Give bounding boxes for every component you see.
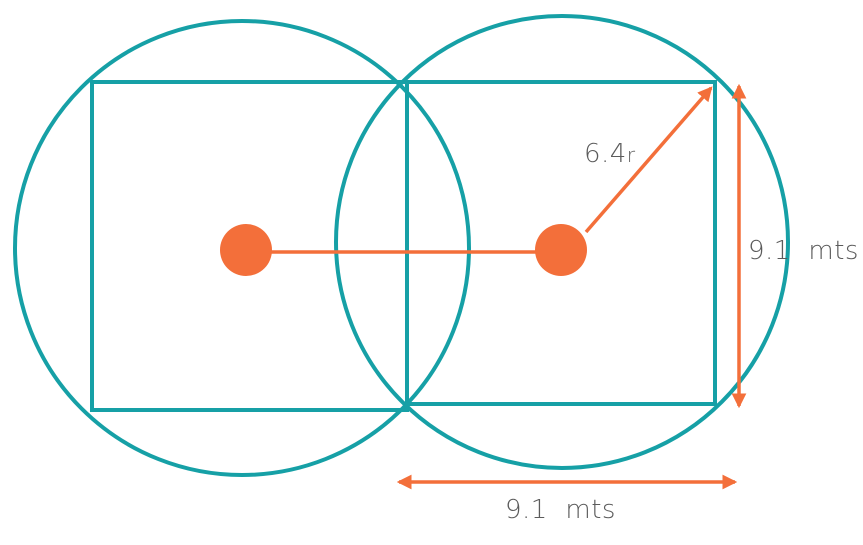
- left-center-dot: [220, 224, 272, 276]
- right-center-dot: [535, 224, 587, 276]
- horizontal-dimension-label: 9.1 mts: [505, 495, 616, 525]
- radius-label-value: 6.4: [584, 139, 627, 169]
- radius-label: 6.4r: [584, 139, 636, 169]
- radius-label-unit: r: [627, 143, 636, 167]
- radius-arrow: [584, 86, 713, 234]
- vertical-dimension-label: 9.1 mts: [748, 236, 859, 266]
- right-square: [405, 80, 717, 406]
- left-circle: [13, 19, 471, 477]
- right-circle: [334, 14, 790, 470]
